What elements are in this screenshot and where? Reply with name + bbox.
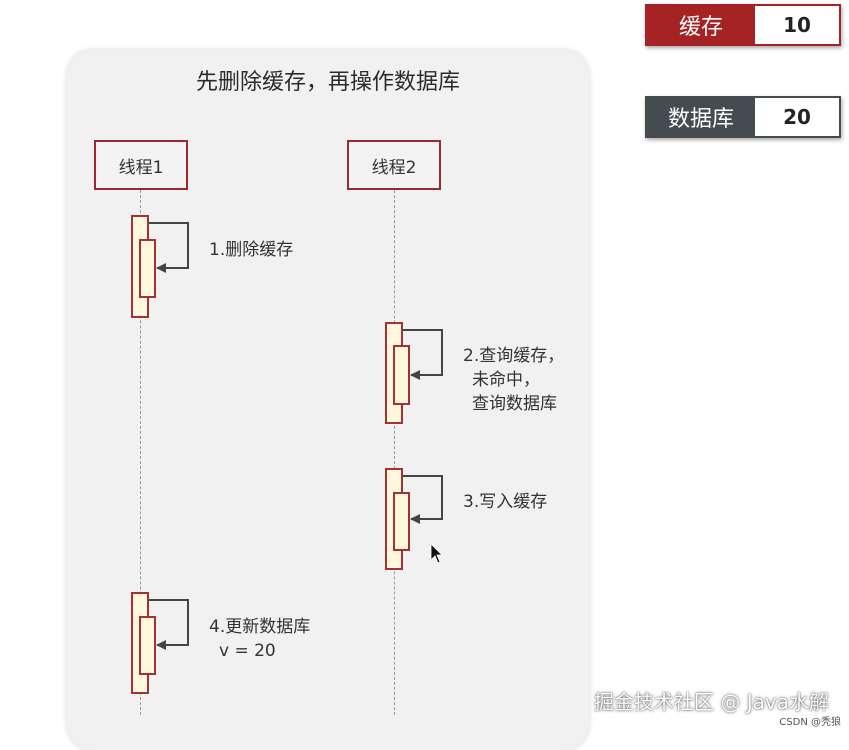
message-step2: 2.查询缓存， 未命中， 查询数据库 [463,346,565,414]
message-step3: 3.写入缓存 [463,492,548,512]
message-step4: 4.更新数据库 v = 20 [209,617,311,661]
thread-2-box: 线程2 [347,140,441,190]
database-value: 20 [755,98,839,136]
thread-2-lifeline [394,190,395,715]
cache-value-chip: 缓存 10 [645,4,841,46]
database-label: 数据库 [667,107,734,132]
message-step1: 1.删除缓存 [209,240,294,260]
thread-1-lifeline [140,190,141,715]
credit-text: CSDN @秃狼 [779,717,841,728]
thread-1-nested-activation-step4 [139,616,156,675]
arrow-step1 [149,222,189,273]
thread-2-nested-activation-step2 [393,345,410,405]
cache-value: 10 [755,6,839,44]
arrow-step4 [149,599,189,650]
thread-2-nested-activation-step3 [393,492,410,551]
diagram-title: 先删除缓存，再操作数据库 [195,70,460,95]
thread-1-box: 线程1 [94,140,188,190]
cache-label: 缓存 [678,15,723,40]
watermark: 掘金技术社区 @ Java水解 [594,690,829,714]
database-value-chip: 数据库 20 [645,96,841,138]
thread-1-label: 线程1 [118,157,164,178]
arrow-step3 [403,475,443,524]
thread-1-nested-activation-step1 [139,239,156,298]
arrow-step2 [403,329,443,380]
thread-2-label: 线程2 [371,157,417,178]
mouse-cursor-icon [430,543,443,564]
